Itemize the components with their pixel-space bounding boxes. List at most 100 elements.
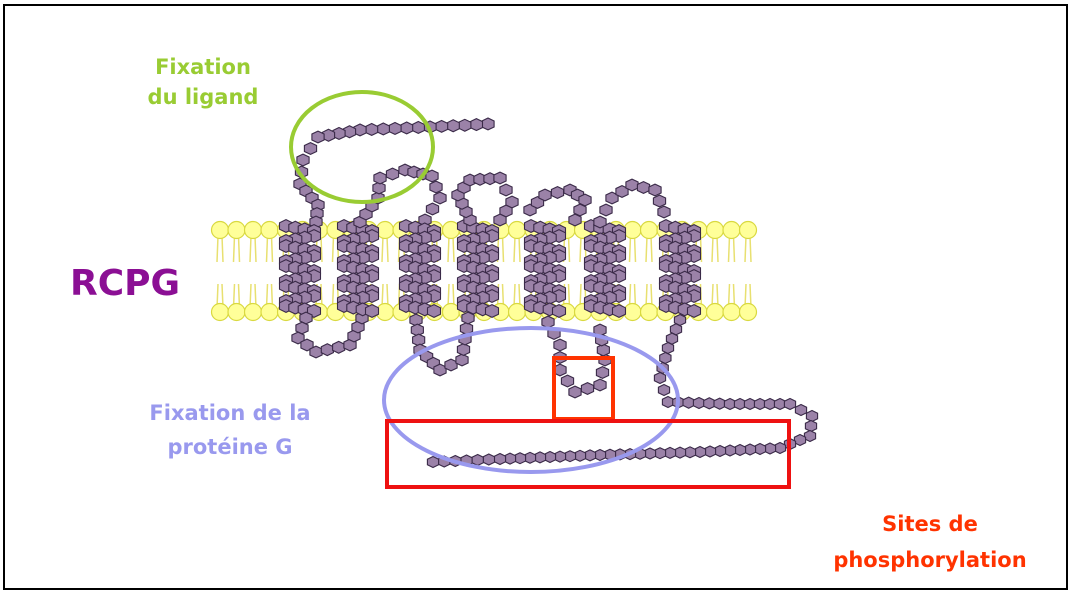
amino-acid-bead [461,311,475,325]
amino-acid-bead [686,303,702,319]
amino-acid-bead [469,117,484,132]
phosphorylation-site-box-large [385,419,791,489]
gprotein-label-line1: Fixation de la [149,401,311,425]
amino-acid-bead [400,121,414,135]
lipid-head-lower [210,302,230,322]
lipid-head-upper [507,220,527,240]
amino-acid-bead [804,419,818,433]
amino-acid-bead [303,141,318,156]
amino-acid-bead [550,185,565,200]
amino-acid-bead [482,453,496,466]
amino-acid-bead [429,180,443,194]
amino-acid-bead [456,342,471,357]
amino-acid-bead [434,119,449,133]
amino-acid-bead [682,396,695,409]
amino-acid-bead [538,188,552,202]
amino-acid-bead [580,381,595,396]
amino-acid-bead [596,343,610,357]
amino-acid-bead [611,303,627,319]
amino-acid-bead [703,397,716,410]
amino-acid-bead [805,409,819,423]
ligand-label-line2: du ligand [147,85,259,109]
lipid-head-upper [705,220,725,240]
amino-acid-bead [692,396,706,410]
amino-acid-bead [388,121,402,136]
lipid-head-lower [623,302,642,322]
amino-acid-bead [493,171,507,185]
amino-acid-bead [599,203,613,217]
amino-acid-bead [410,323,424,337]
amino-acid-bead [657,205,671,219]
lipid-head-upper [243,220,263,240]
amino-acid-bead [653,371,667,385]
amino-acid-bead [309,345,323,359]
amino-acid-bead [376,122,390,136]
amino-acid-bead [372,181,386,195]
amino-acid-bead [783,397,797,411]
amino-acid-bead [593,378,607,392]
phospho-label-line1: Sites de [882,512,978,536]
amino-acid-bead [493,213,507,227]
amino-acid-bead [353,123,367,137]
ligand-label-line1: Fixation [155,55,251,79]
lipid-head-upper [227,220,246,240]
amino-acid-bead [568,385,582,399]
lipid-head-upper [260,220,279,240]
amino-acid-bead [364,303,380,319]
amino-acid-bead [553,338,567,352]
amino-acid-bead [560,374,575,388]
amino-acid-bead [595,365,610,380]
lipid-head-upper [210,220,230,240]
amino-acid-bead [661,395,675,409]
amino-acid-bead [342,125,357,139]
amino-acid-bead [300,338,314,352]
amino-acid-chain [278,117,819,469]
gprotein-label-line2: protéine G [167,435,293,459]
amino-acid-bead [373,171,387,185]
amino-acid-bead [551,303,567,319]
amino-acid-bead [320,343,334,357]
phospho-label-line2: phosphorylation [833,548,1027,572]
amino-acid-bead [803,429,817,443]
amino-acid-bead [493,452,507,466]
amino-acid-bead [652,194,667,208]
amino-acid-bead [636,180,651,195]
amino-acid-bead [433,191,447,205]
ligand-binding-ellipse [289,90,435,204]
amino-acid-bead [484,303,500,319]
amino-acid-bead [433,363,447,377]
amino-acid-bead [426,303,442,319]
lipid-head-lower [507,302,527,322]
phosphorylation-sites-label: Sites de phosphorylation [800,506,1060,578]
rcpg-label: RCPG [70,263,181,304]
amino-acid-bead [332,340,346,354]
amino-acid-bead [625,178,639,192]
lipid-head-lower [639,302,659,322]
amino-acid-bead [568,213,582,227]
amino-acid-bead [332,126,346,141]
amino-acid-bead [793,433,807,447]
amino-acid-bead [444,358,458,372]
amino-acid-bead [657,383,671,397]
lipid-head-lower [227,302,246,322]
amino-acid-bead [411,120,425,135]
lipid-head-lower [705,302,725,322]
lipid-head-lower [722,302,741,322]
lipid-head-lower [738,302,758,322]
amino-acid-bead [446,119,460,133]
lipid-head-upper [722,220,741,240]
amino-acid-bead [794,403,808,417]
ligand-binding-label: Fixation du ligand [118,52,288,112]
amino-acid-bead [311,130,325,144]
amino-acid-bead [296,153,310,167]
amino-acid-bead [499,183,513,197]
amino-acid-bead [541,315,555,329]
lipid-head-upper [738,220,758,240]
gprotein-binding-ellipse [382,326,680,474]
amino-acid-bead [713,397,726,410]
amino-acid-bead [471,453,484,467]
amino-acid-bead [365,122,379,137]
lipid-head-lower [243,302,263,322]
amino-acid-bead [481,117,495,131]
